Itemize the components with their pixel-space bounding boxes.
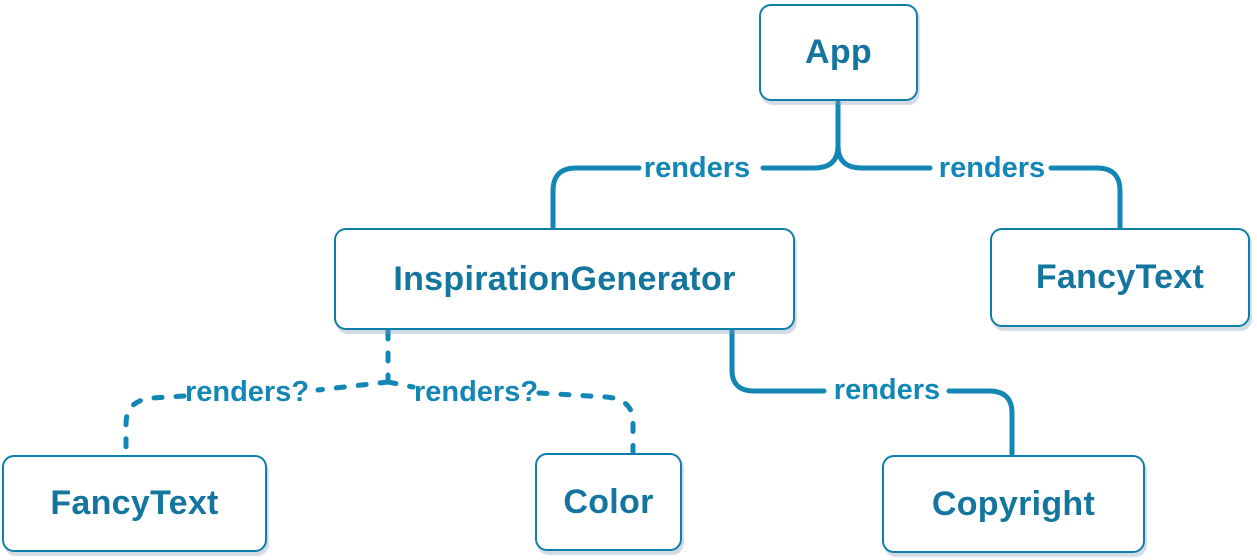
node-color: Color [535, 453, 682, 551]
node-fancy-text-top-label: FancyText [1035, 258, 1205, 296]
edge-inspirationgenerator-to-color-conditional [385, 379, 636, 455]
edge-label-renders-conditional-right: renders? [414, 376, 538, 408]
node-copyright-label: Copyright [931, 484, 1096, 523]
node-fancy-text-bottom: FancyText [2, 455, 267, 552]
edge-label-renders-conditional-left: renders? [185, 376, 309, 408]
edge-label-renders-copyright: renders [834, 374, 940, 406]
node-app-label: App [805, 33, 872, 71]
edge-label-renders-right: renders [939, 152, 1045, 184]
node-fancy-text-bottom-label: FancyText [50, 484, 219, 522]
node-fancy-text-top: FancyText [990, 228, 1250, 327]
edge-app-to-fancytext [835, 100, 1123, 230]
node-copyright: Copyright [882, 455, 1145, 553]
node-color-label: Color [563, 482, 654, 521]
node-inspiration-generator: InspirationGenerator [334, 228, 795, 330]
edge-inspirationgenerator-to-copyright [729, 328, 1015, 457]
node-app: App [759, 4, 918, 101]
edge-label-renders-left: renders [644, 152, 750, 184]
node-inspiration-generator-label: InspirationGenerator [393, 259, 736, 298]
edge-inspirationgenerator-to-fancytext-conditional [123, 379, 391, 457]
